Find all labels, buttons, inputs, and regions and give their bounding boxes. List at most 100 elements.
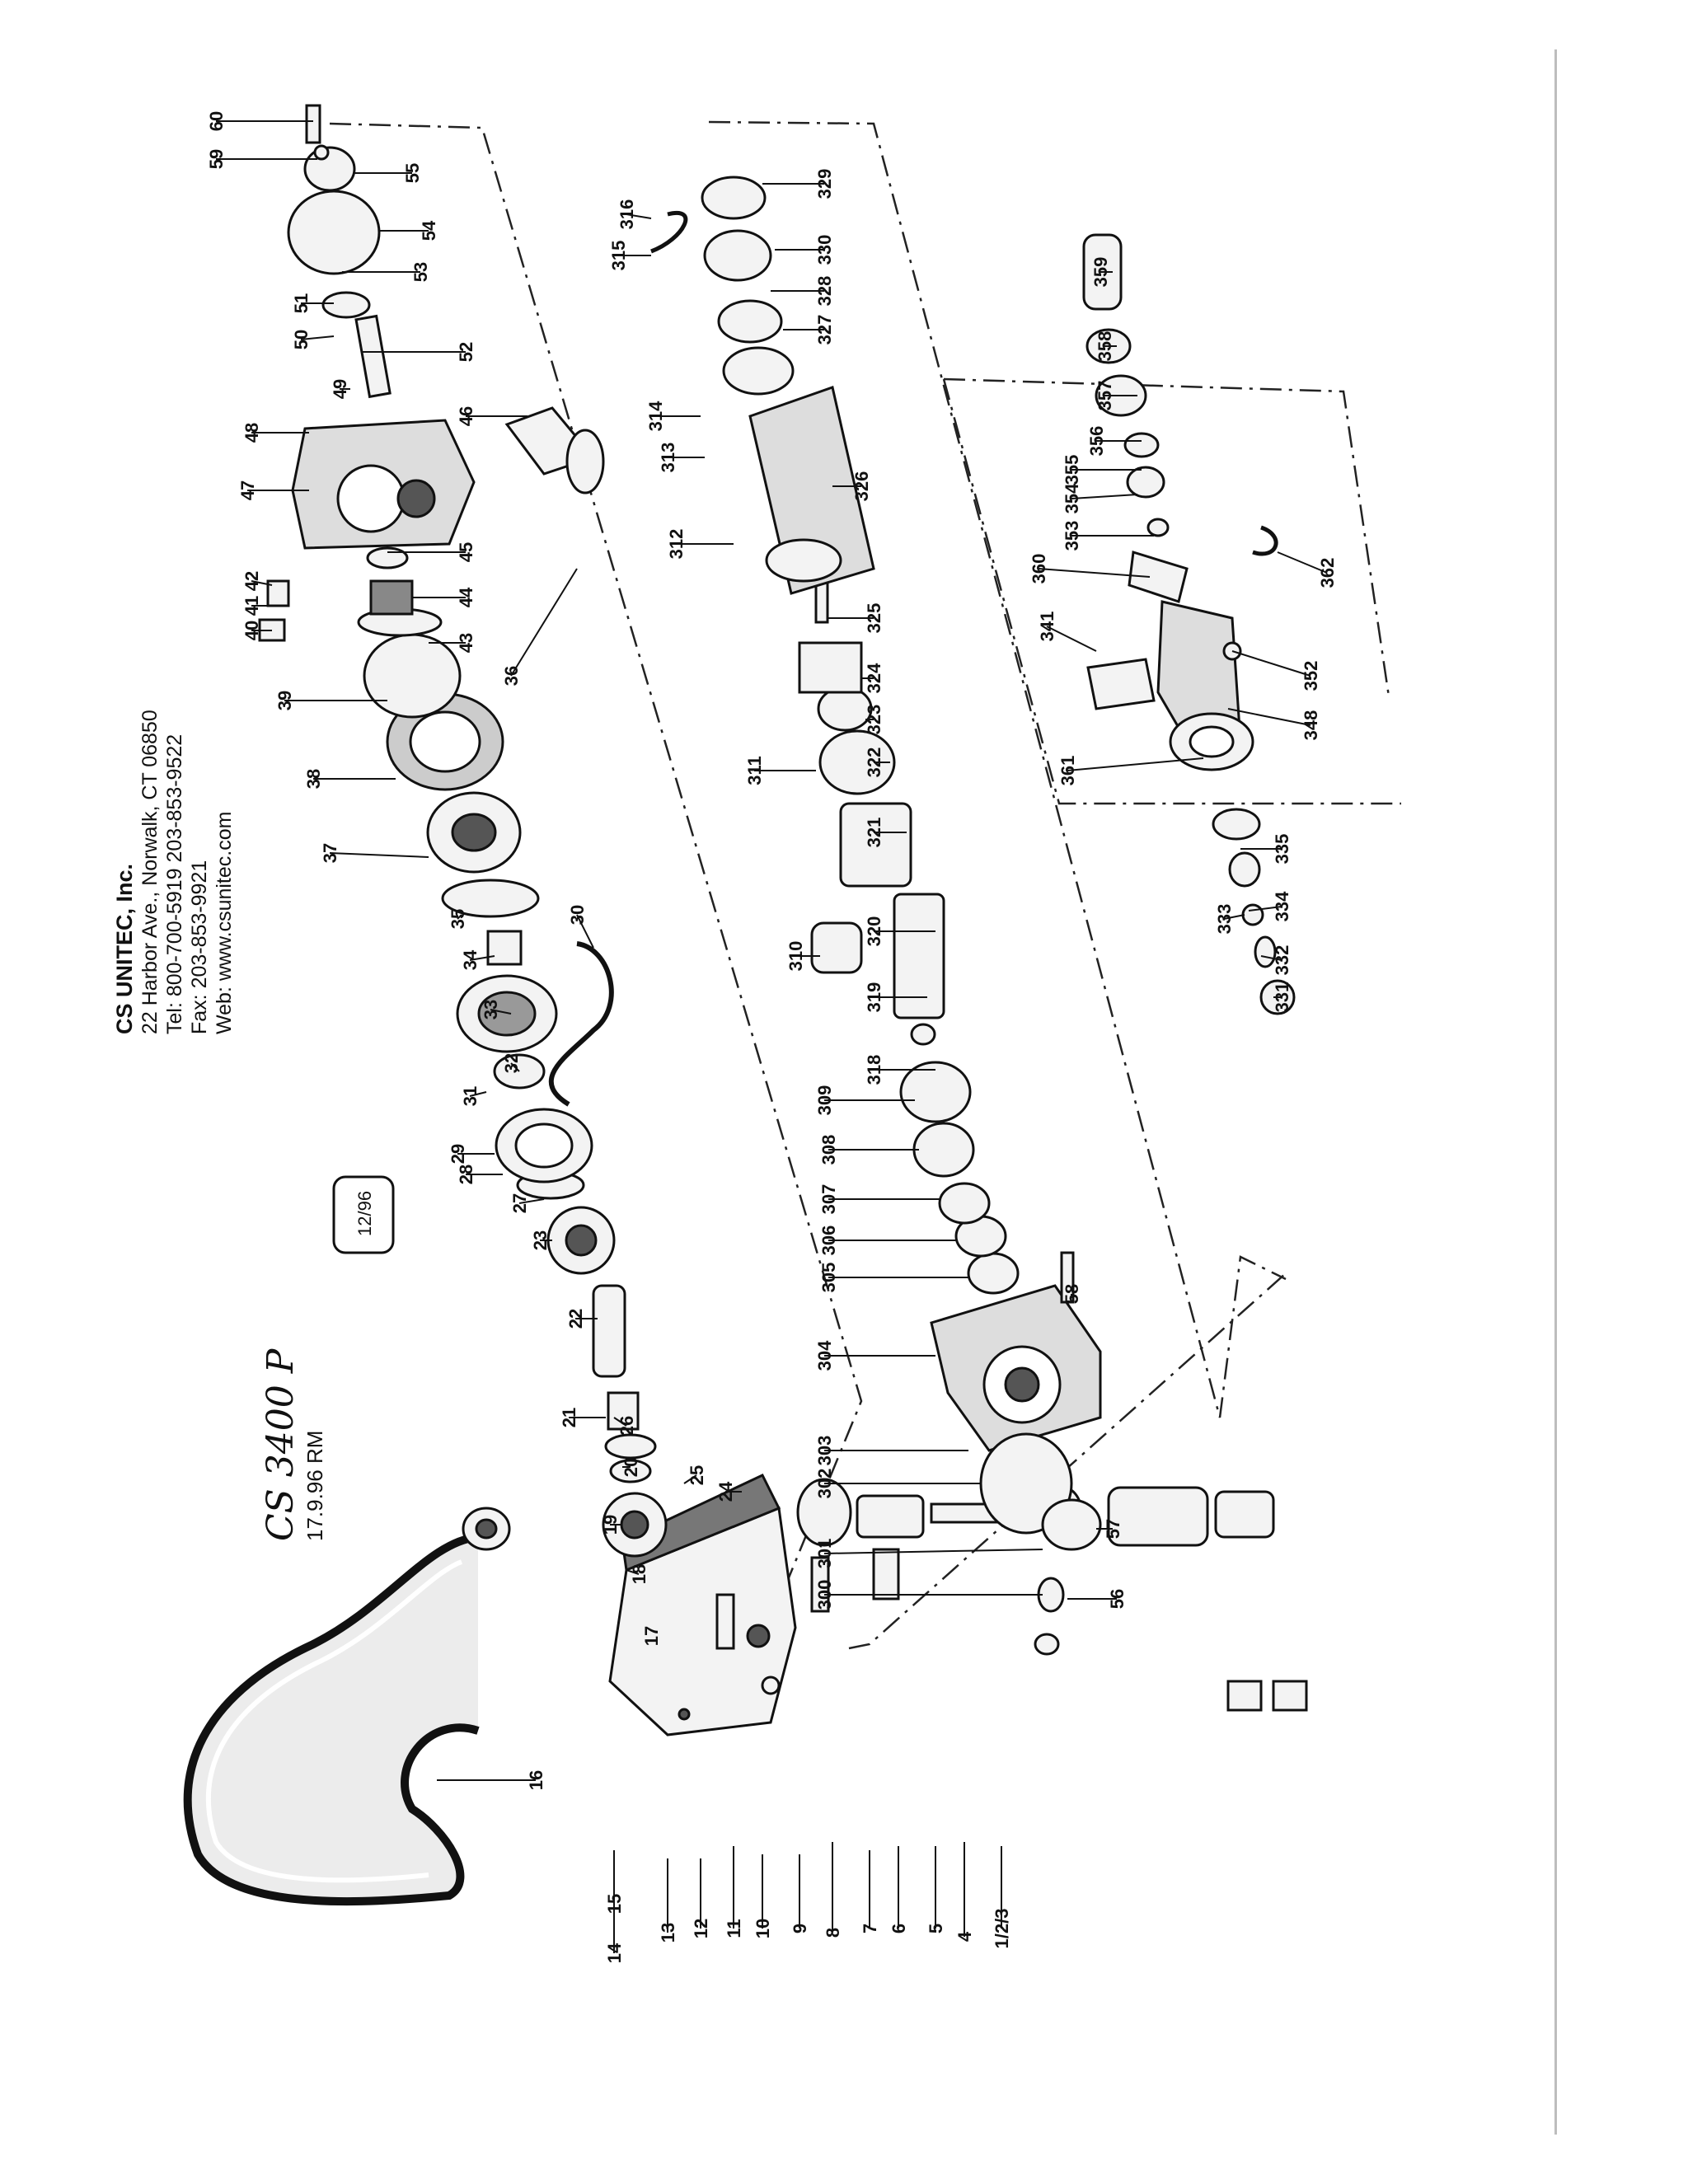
- part-label: 353: [1062, 521, 1082, 551]
- leader-line: [1067, 757, 1204, 771]
- part-label: 358: [1095, 331, 1115, 362]
- part-label: 26: [617, 1416, 637, 1436]
- part-label: 43: [456, 633, 476, 653]
- part-label: 314: [645, 401, 666, 431]
- part-label: 17: [641, 1626, 662, 1646]
- leader-line: [1260, 955, 1282, 961]
- rear-housing-304: [930, 1251, 1102, 1656]
- part-label: 27: [509, 1193, 530, 1213]
- part-label: 45: [456, 542, 476, 562]
- part-label: 13: [658, 1923, 678, 1943]
- part-label: 33: [481, 1000, 501, 1019]
- part-label: 319: [864, 982, 884, 1013]
- part-label: 58: [1062, 1284, 1082, 1304]
- company-header: CS UNITEC, Inc. 22 Harbor Ave., Norwalk,…: [112, 710, 236, 1034]
- leader-line: [1231, 650, 1311, 677]
- model-number: CS 3400 P: [260, 1347, 302, 1541]
- part-label: 34: [460, 949, 481, 970]
- part-label: 41: [241, 596, 262, 616]
- part-label: 300: [814, 1580, 835, 1610]
- part-label: 4: [954, 1931, 975, 1942]
- leader-line: [683, 1474, 697, 1484]
- part-label: 321: [864, 818, 884, 848]
- leader-line: [300, 335, 335, 340]
- part-label: 38: [303, 769, 324, 789]
- part-label: 328: [814, 276, 835, 307]
- leader-line: [251, 580, 273, 586]
- company-fax: Fax: 203-853-9921: [188, 860, 211, 1034]
- part-label: 9: [790, 1924, 810, 1933]
- part-label: 5: [926, 1924, 946, 1933]
- part-label: 24: [715, 1481, 736, 1502]
- leader-line: [1046, 626, 1097, 652]
- part-label: 323: [864, 705, 884, 735]
- leader-line: [510, 1062, 520, 1072]
- leader-line: [626, 213, 652, 219]
- part-label: 308: [818, 1135, 839, 1165]
- part-label: 361: [1057, 756, 1078, 786]
- part-label: 325: [864, 603, 884, 634]
- part-label: 355: [1062, 455, 1082, 485]
- part-label: 335: [1272, 834, 1292, 865]
- part-label: 302: [814, 1469, 835, 1499]
- part-label: 359: [1090, 257, 1111, 288]
- part-label: 312: [666, 529, 687, 560]
- part-label: 318: [864, 1055, 884, 1085]
- part-label: 11: [724, 1919, 744, 1938]
- company-name: CS UNITEC, Inc.: [112, 864, 137, 1034]
- shaft-string-left: [258, 546, 668, 1558]
- part-label: 341: [1037, 612, 1057, 642]
- leader-line: [576, 914, 594, 949]
- leader-line: [1223, 914, 1245, 920]
- part-label: 51: [291, 293, 312, 313]
- part-label: 16: [526, 1770, 546, 1790]
- part-label: 304: [814, 1340, 835, 1371]
- part-label: 6: [889, 1924, 909, 1933]
- part-label: 52: [456, 342, 476, 362]
- part-label: 313: [658, 443, 678, 473]
- part-label: 357: [1095, 381, 1115, 411]
- assembly-guide-lines: [329, 120, 1401, 1650]
- part-label: 326: [851, 471, 872, 502]
- part-label: 322: [864, 748, 884, 778]
- part-label: 44: [456, 587, 476, 607]
- part-label: 23: [530, 1230, 551, 1250]
- leader-line: [469, 1091, 487, 1097]
- part-label: 56: [1107, 1589, 1128, 1609]
- part-label: 55: [402, 163, 423, 183]
- part-label: 12: [691, 1919, 711, 1938]
- part-label: 18: [629, 1564, 649, 1584]
- middle-parts-string: [650, 176, 1020, 1295]
- part-label: 307: [818, 1184, 839, 1215]
- part-label: 36: [501, 666, 522, 686]
- page-edge-rule: [1554, 49, 1557, 2135]
- part-label: 332: [1272, 945, 1292, 976]
- part-label: 320: [864, 916, 884, 947]
- leader-line: [1248, 906, 1282, 912]
- part-label: 50: [291, 330, 312, 349]
- leader-line: [510, 568, 578, 677]
- part-label: 331: [1272, 982, 1292, 1013]
- part-label: 10: [753, 1919, 773, 1938]
- part-label: 20: [621, 1457, 641, 1477]
- part-label: 31: [460, 1086, 481, 1106]
- part-label: 310: [785, 941, 806, 972]
- part-label: 57: [1103, 1519, 1123, 1539]
- part-label: 32: [501, 1053, 522, 1073]
- part-label: 316: [617, 199, 637, 230]
- part-label: 315: [608, 241, 629, 271]
- part-label: 330: [814, 235, 835, 265]
- part-label: 301: [814, 1539, 835, 1569]
- part-label: 37: [320, 843, 340, 863]
- part-label: 54: [419, 220, 439, 241]
- part-label: 14: [604, 1943, 625, 1963]
- leader-line: [1038, 568, 1151, 578]
- part-label: 59: [206, 149, 227, 169]
- company-phone: Tel: 800-700-5919 203-853-9522: [163, 734, 186, 1034]
- part-label: 352: [1301, 661, 1321, 691]
- part-label: 305: [818, 1263, 839, 1293]
- company-web: Web: www.csunitec.com: [213, 812, 236, 1034]
- part-label: 303: [814, 1436, 835, 1466]
- leader-line: [1227, 708, 1311, 726]
